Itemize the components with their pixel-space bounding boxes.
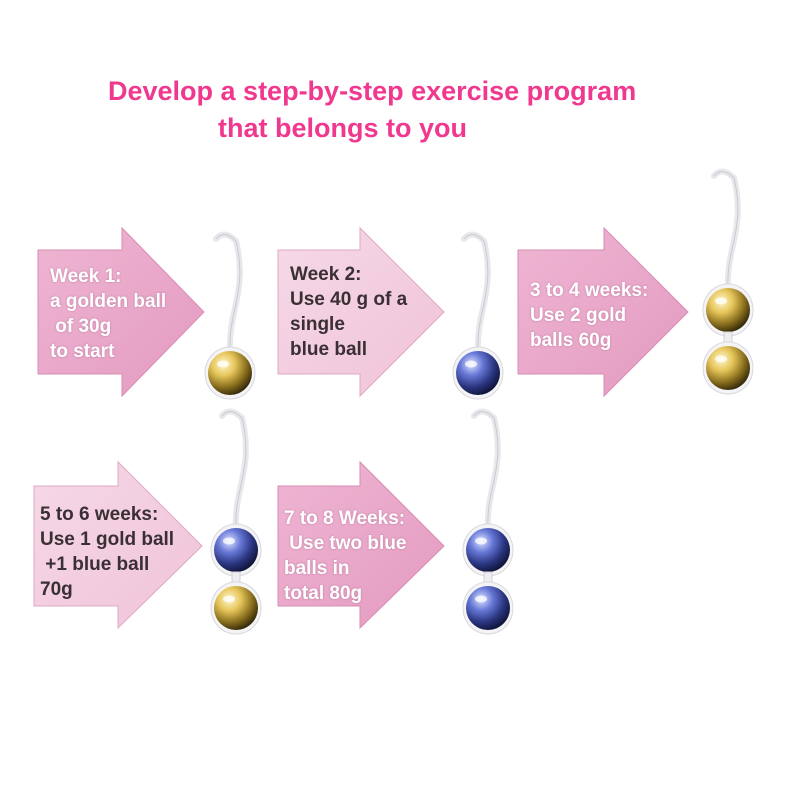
retrieval-string (461, 231, 491, 354)
ball-highlight (223, 537, 235, 545)
kegel-ball-product-2 (452, 231, 504, 400)
step-4-line-4: 70g (40, 579, 73, 600)
step-1-line-3: of 30g (50, 316, 112, 337)
blue-ball (456, 351, 500, 395)
arrow-right-icon (33, 460, 203, 630)
step-3-line-3: balls 60g (530, 330, 612, 351)
step-2-text: Week 2: Use 40 g of a single blue ball (290, 262, 407, 362)
gold-ball (208, 351, 252, 395)
step-5-line-3: balls in (284, 558, 350, 579)
retrieval-string (213, 231, 243, 354)
step-4-text: 5 to 6 weeks: Use 1 gold ball +1 blue ba… (40, 502, 174, 602)
blue-ball (466, 586, 510, 630)
gold-ball (706, 346, 750, 390)
step-3-line-2: Use 2 gold (530, 305, 627, 326)
step-4-line-1: 5 to 6 weeks: (40, 504, 159, 525)
step-5-line-1: 7 to 8 Weeks: (284, 508, 406, 529)
step-1-line-2: a golden ball (50, 291, 167, 312)
step-5-line-4: total 80g (284, 583, 363, 604)
ball-highlight (465, 360, 477, 368)
blue-ball (466, 528, 510, 572)
blue-ball (214, 528, 258, 572)
gold-ball (706, 288, 750, 332)
ball-highlight (475, 537, 487, 545)
retrieval-string-edge (473, 411, 499, 529)
ball-highlight (715, 355, 727, 363)
retrieval-string-edge (221, 411, 247, 529)
gold-ball (214, 586, 258, 630)
kegel-ball-product-3 (702, 168, 754, 395)
step-2-line-4: blue ball (290, 339, 368, 360)
retrieval-string (471, 408, 501, 531)
step-4-line-3: +1 blue ball (40, 554, 150, 575)
step-2-line-1: Week 2: (290, 264, 362, 285)
step-1-text: Week 1: a golden ball of 30g to start (50, 264, 166, 364)
kegel-ball-product-4 (210, 408, 262, 635)
step-3-line-1: 3 to 4 weeks: (530, 280, 649, 301)
step-2-line-2: Use 40 g of a (290, 289, 408, 310)
step-4-line-2: Use 1 gold ball (40, 529, 175, 550)
arrow-right-icon (37, 226, 205, 398)
retrieval-string-edge (215, 234, 241, 352)
step-3-text: 3 to 4 weeks: Use 2 gold balls 60g (530, 278, 648, 353)
ball-highlight (475, 595, 487, 603)
step-2-line-3: single (290, 314, 345, 335)
page-title-line-2: that belongs to you (218, 113, 467, 143)
ball-highlight (715, 297, 727, 305)
arrow-right-icon (277, 226, 445, 398)
retrieval-string-edge (463, 234, 489, 352)
page-title-line-1: Develop a step-by-step exercise program (108, 76, 637, 106)
arrow-right-icon (277, 460, 445, 630)
step-1-line-1: Week 1: (50, 266, 122, 287)
kegel-ball-product-5 (462, 408, 514, 635)
retrieval-string (219, 408, 249, 531)
step-5-line-2: Use two blue (284, 533, 407, 554)
kegel-ball-product-1 (204, 231, 256, 400)
retrieval-string-edge (713, 171, 739, 289)
step-1-line-4: to start (50, 341, 115, 362)
ball-highlight (217, 360, 229, 368)
retrieval-string (711, 168, 741, 291)
ball-highlight (223, 595, 235, 603)
step-5-text: 7 to 8 Weeks: Use two blue balls in tota… (284, 506, 406, 606)
arrow-right-icon (517, 226, 689, 398)
